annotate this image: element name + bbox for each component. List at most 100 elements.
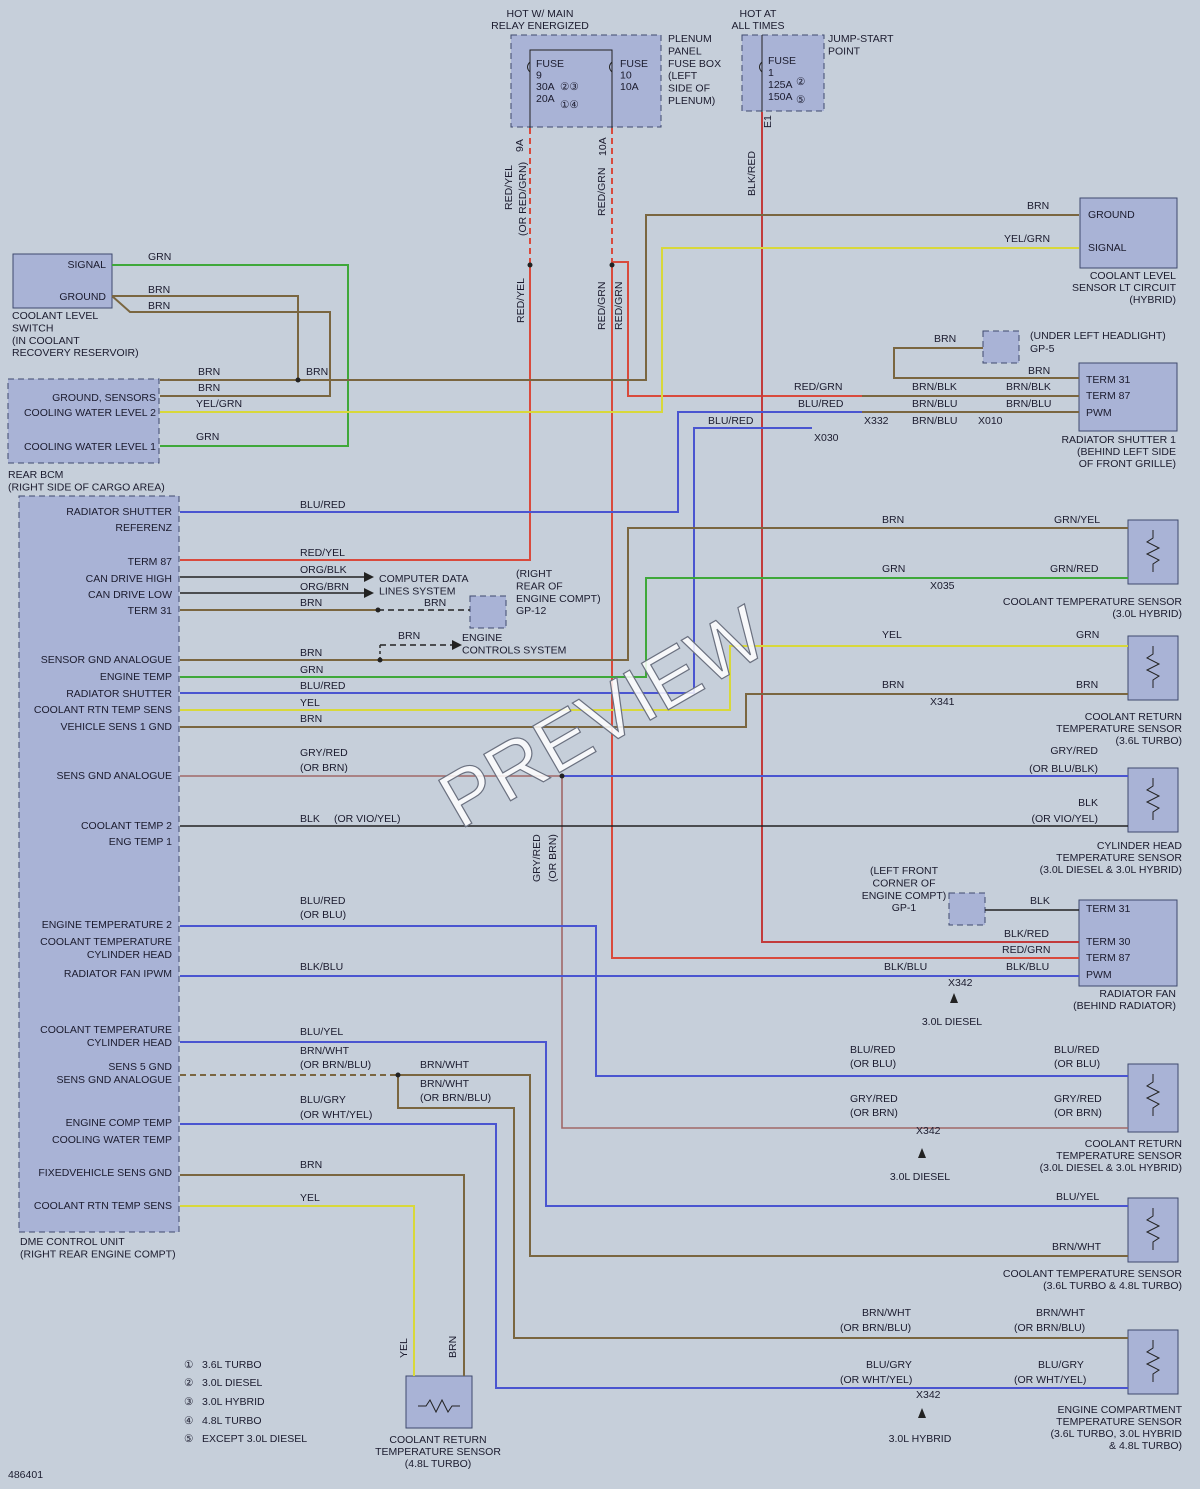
legend-item-1: 3.0L DIESEL (202, 1377, 262, 1389)
label-components-gp5-1: GP-5 (1030, 343, 1055, 355)
label-grn-5: GRN (1076, 629, 1099, 641)
wire-blu-red-2 (180, 427, 812, 694)
label-or-blu-10r: (OR BLU) (1054, 1058, 1100, 1070)
label-brn-6r: BRN (1076, 679, 1098, 691)
label-top-plenum-2: FUSE BOX (668, 58, 721, 70)
label-components-ects-2: (3.6L TURBO, 3.0L HYBRID (1051, 1428, 1183, 1440)
label-components-radiator_shutter-pins-1: TERM 87 (1086, 390, 1131, 402)
label-brn-ground-2: BRN (148, 300, 170, 312)
label-components-coolant_level_switch-pins-1: GROUND (59, 291, 106, 303)
label-brn-wht-2: BRN/WHT (420, 1078, 470, 1090)
legend-item-4: EXCEPT 3.0L DIESEL (202, 1433, 307, 1445)
label-or-blu-blk: (OR BLU/BLK) (1029, 763, 1098, 775)
label-connectors-x332: X332 (864, 415, 889, 427)
sensor-crts-36 (1127, 635, 1179, 701)
label-components-coolant_level_switch-pins-0: SIGNAL (67, 259, 106, 271)
label-components-dme-pins-14: ENGINE TEMPERATURE 2 (42, 919, 172, 931)
label-brn-blk-2: BRN/BLK (1006, 381, 1051, 393)
label-components-cdl-0: COMPUTER DATA (379, 573, 468, 585)
label-components-dme-pins-15: COOLANT TEMPERATURE (40, 936, 172, 948)
label-gry-red-9: GRY/RED (850, 1093, 898, 1105)
arrowheads (364, 572, 958, 1418)
label-brn-wht-dme: BRN/WHT (300, 1045, 350, 1057)
label-brn-wht-12r: BRN/WHT (1036, 1307, 1086, 1319)
label-blk-blu-dme: BLK/BLU (300, 961, 343, 973)
label-components-chts-0: CYLINDER HEAD (1097, 840, 1183, 852)
label-components-radiator_fan-pins-1: TERM 30 (1086, 936, 1131, 948)
label-org-brn: ORG/BRN (300, 581, 349, 593)
label-components-dme-pins-3: CAN DRIVE HIGH (86, 573, 172, 585)
gp1-box (948, 892, 986, 926)
wire-brn-gp5 (893, 347, 1079, 379)
label-components-radiator_shutter-title-1: (BEHIND LEFT SIDE (1077, 446, 1176, 458)
wire-gry-red-1 (180, 775, 1128, 1129)
label-top-fuse9-1: 9 (536, 70, 542, 82)
label-components-cts_hybrid-0: COOLANT TEMPERATURE SENSOR (1003, 596, 1183, 608)
label-components-dme-pins-7: ENGINE TEMP (100, 671, 172, 683)
label-top-hot_always-0: HOT AT (740, 8, 778, 20)
label-x342-fan: X342 (948, 977, 973, 989)
label-components-dme-pins-10: VEHICLE SENS 1 GND (61, 721, 173, 733)
label-hybrid-ects: 3.0L HYBRID (889, 1433, 952, 1445)
label-top-pin9a: 9A (514, 139, 526, 152)
label-brn-vsg: BRN (300, 713, 322, 725)
label-components-crts_diesel-2: (3.0L DIESEL & 3.0L HYBRID) (1040, 1162, 1182, 1174)
label-blu-yel-r: BLU/YEL (1056, 1191, 1099, 1203)
wire-brn-48 (180, 1174, 465, 1376)
label-components-crts_diesel-1: TEMPERATURE SENSOR (1056, 1150, 1182, 1162)
label-or-brn-vertical: (OR BRN) (547, 834, 559, 882)
label-components-ects-1: TEMPERATURE SENSOR (1056, 1416, 1182, 1428)
label-or-wht-yel-dme: (OR WHT/YEL) (300, 1109, 372, 1121)
label-yel-grn-lt: YEL/GRN (1004, 233, 1050, 245)
wire-brn-wht-2 (398, 1074, 1128, 1257)
label-components-cts_turbo-0: COOLANT TEMPERATURE SENSOR (1003, 1268, 1183, 1280)
label-components-crts_48-0: COOLANT RETURN (389, 1434, 486, 1446)
wire-blu-red-10 (180, 925, 1128, 1077)
label-or-vio-yel-chts: (OR VIO/YEL) (1031, 813, 1098, 825)
label-components-rear_bcm-pins-2: COOLING WATER LEVEL 1 (24, 441, 156, 453)
label-blu-red-10: BLU/RED (850, 1044, 896, 1056)
label-components-gp12-2: ENGINE COMPT) (516, 593, 601, 605)
label-brn-sensgnd: BRN (300, 647, 322, 659)
label-components-crts_36-2: (3.6L TURBO) (1115, 735, 1182, 747)
label-top-fuse1-0: FUSE (768, 55, 796, 67)
label-blu-red-dme: BLU/RED (300, 499, 346, 511)
label-components-coolant_level_switch-title-1: SWITCH (12, 322, 53, 334)
label-components-dme-pins-20: SENS 5 GND (108, 1061, 172, 1073)
label-components-dme-pins-16: CYLINDER HEAD (87, 949, 173, 961)
label-components-crts_diesel-0: COOLANT RETURN (1085, 1138, 1182, 1150)
label-blu-red-et2: BLU/RED (300, 895, 346, 907)
label-components-dme-pins-2: TERM 87 (128, 556, 173, 568)
label-or-blu-10: (OR BLU) (850, 1058, 896, 1070)
label-top-pin10a: 10A (597, 137, 609, 156)
label-top-pine1: E1 (762, 115, 774, 128)
label-components-gp1-0: (LEFT FRONT (870, 865, 939, 877)
label-brn-blu-1: BRN/BLU (912, 398, 958, 410)
label-diesel-fan: 3.0L DIESEL (922, 1016, 982, 1028)
label-top-plenum-1: PANEL (668, 45, 702, 57)
label-components-crts_48-2: (4.8L TURBO) (405, 1458, 472, 1470)
wire-blk-red (761, 112, 1079, 943)
label-blu-red-10r: BLU/RED (1054, 1044, 1100, 1056)
label-components-dme-pins-11: SENS GND ANALOGUE (56, 770, 172, 782)
label-components-chts-1: TEMPERATURE SENSOR (1056, 852, 1182, 864)
legend-mark-4: ⑤ (184, 1433, 194, 1445)
label-or-brn-9: (OR BRN) (850, 1107, 898, 1119)
label-blu-red-shutter: BLU/RED (798, 398, 844, 410)
label-components-dme-title-0: DME CONTROL UNIT (20, 1236, 125, 1248)
label-top-fuse1_notes-1: ⑤ (796, 94, 806, 106)
label-components-dme-pins-18: COOLANT TEMPERATURE (40, 1024, 172, 1036)
gp12-box (469, 595, 507, 629)
label-top-jump-1: POINT (828, 45, 861, 57)
wire-yel-48 (180, 1205, 415, 1376)
label-gry-red-chts: GRY/RED (1050, 745, 1098, 757)
wire-red-yel (180, 262, 531, 561)
label-yel-48: YEL (398, 1338, 410, 1358)
label-components-dme-pins-8: RADIATOR SHUTTER (66, 688, 172, 700)
label-components-dme-pins-5: TERM 31 (128, 605, 173, 617)
sensor-ects (1127, 1329, 1179, 1395)
legend-item-3: 4.8L TURBO (202, 1415, 262, 1427)
label-yel-grn-bcm: YEL/GRN (196, 398, 242, 410)
label-red-yel-lower: RED/YEL (515, 278, 527, 323)
label-components-dme-pins-1: REFERENZ (115, 522, 172, 534)
